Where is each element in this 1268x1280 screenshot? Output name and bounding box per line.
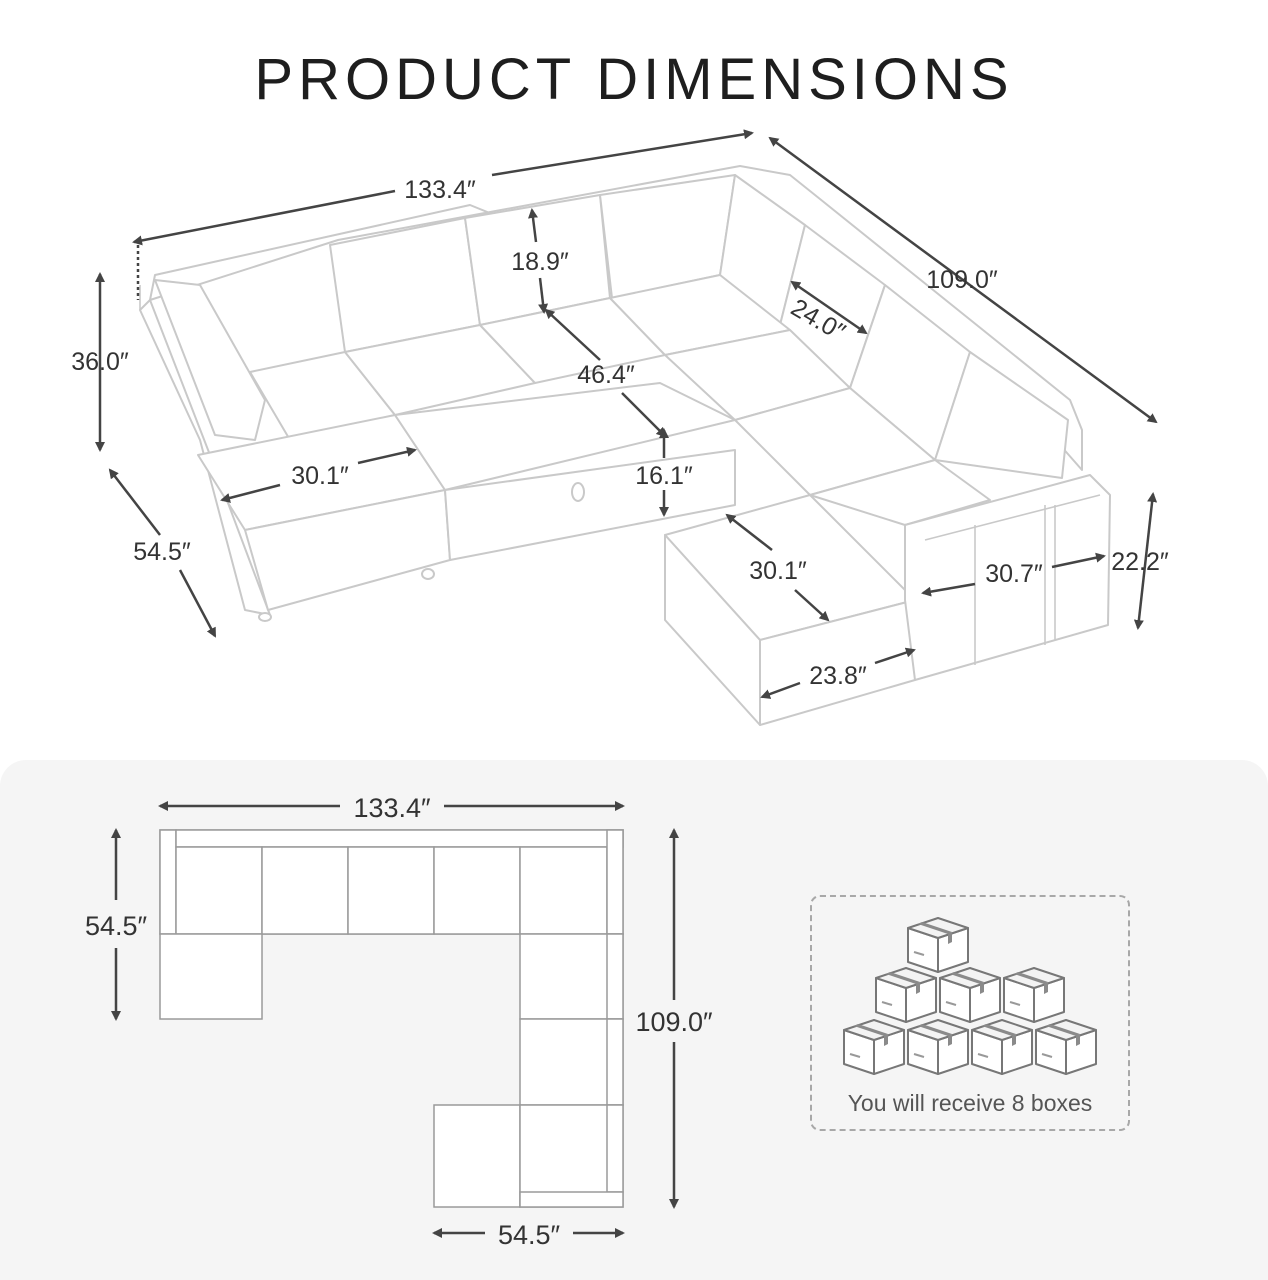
plan-right-seat-1: [519, 933, 624, 1020]
side-depth-label: 54.5″: [133, 538, 191, 566]
arm-depth-arrow-left: [921, 582, 976, 597]
left-seat-arrow-left: [220, 483, 281, 503]
back-height-arrow-top: [528, 208, 538, 243]
plan-bottom-width-label: 54.5″: [498, 1220, 561, 1250]
ottoman-width-arrow-left: [760, 681, 801, 699]
height-label: 36.0″: [71, 348, 129, 376]
box-icon: [907, 1019, 969, 1075]
length-arrow-right: [491, 129, 754, 177]
arm-depth-arrow-right: [1051, 552, 1106, 569]
depth-arrow: [768, 136, 1158, 424]
dimension-labels-3d: 133.4″ 109.0″ 36.0″ 54.5″ 18.9″ 46.4″ 24…: [71, 176, 1169, 690]
plan-width-label: 133.4″: [353, 793, 431, 823]
plan-left-depth-label: 54.5″: [85, 911, 148, 941]
ottoman-width-arrow-right: [874, 647, 916, 665]
boxes-caption: You will receive 8 boxes: [847, 1090, 1093, 1116]
sofa-illustration: [139, 165, 1111, 726]
plan-right-depth-label: 109.0″: [635, 1007, 713, 1037]
length-arrow-left: [132, 189, 396, 246]
box-icon: [971, 1019, 1033, 1075]
side-depth-arrow-top: [108, 468, 161, 536]
box-icon: [1035, 1019, 1097, 1075]
floor-plan: [159, 829, 624, 1208]
arm-depth-label: 30.7″: [985, 560, 1043, 588]
box-icon: [843, 1019, 905, 1075]
boxes-icon: [843, 917, 1097, 1075]
box-icon: [875, 967, 937, 1023]
back-height-arrow-bottom: [538, 277, 549, 314]
dimension-lines-3d: [95, 129, 1158, 699]
ottoman-depth-arrow-top: [725, 513, 773, 551]
arm-height-arrow: [1133, 492, 1158, 630]
box-icon: [907, 917, 969, 973]
page-title: PRODUCT DIMENSIONS: [254, 47, 1014, 112]
length-label: 133.4″: [404, 176, 476, 204]
plan-ottoman: [433, 1104, 521, 1208]
ottoman-width-label: 23.8″: [809, 662, 867, 690]
arm-height-label: 22.2″: [1111, 548, 1169, 576]
dimension-labels-plan: 133.4″ 54.5″ 109.0″ 54.5″: [85, 793, 713, 1250]
left-seat-arrow-right: [357, 446, 417, 465]
center-width-label: 46.4″: [577, 361, 635, 389]
ottoman-depth-label: 30.1″: [749, 557, 807, 585]
plan-right-seat-3: [519, 1104, 624, 1208]
center-width-arrow-bottom: [621, 392, 667, 438]
box-icon: [939, 967, 1001, 1023]
depth-label: 109.0″: [926, 266, 998, 294]
left-seat-label: 30.1″: [291, 462, 349, 490]
box-icon: [1003, 967, 1065, 1023]
dimension-lines-plan: [111, 801, 679, 1238]
back-height-label: 18.9″: [511, 248, 569, 276]
plan-right-seat-2: [519, 1018, 624, 1106]
corner-depth-arrow: [790, 280, 868, 335]
plan-chaise: [159, 933, 263, 1020]
side-depth-arrow-bottom: [178, 569, 217, 638]
center-width-arrow-top: [544, 308, 601, 361]
seat-height-label: 16.1″: [635, 462, 693, 490]
ottoman-depth-arrow-bottom: [794, 589, 830, 622]
boxes-info-frame: [810, 895, 1130, 1131]
